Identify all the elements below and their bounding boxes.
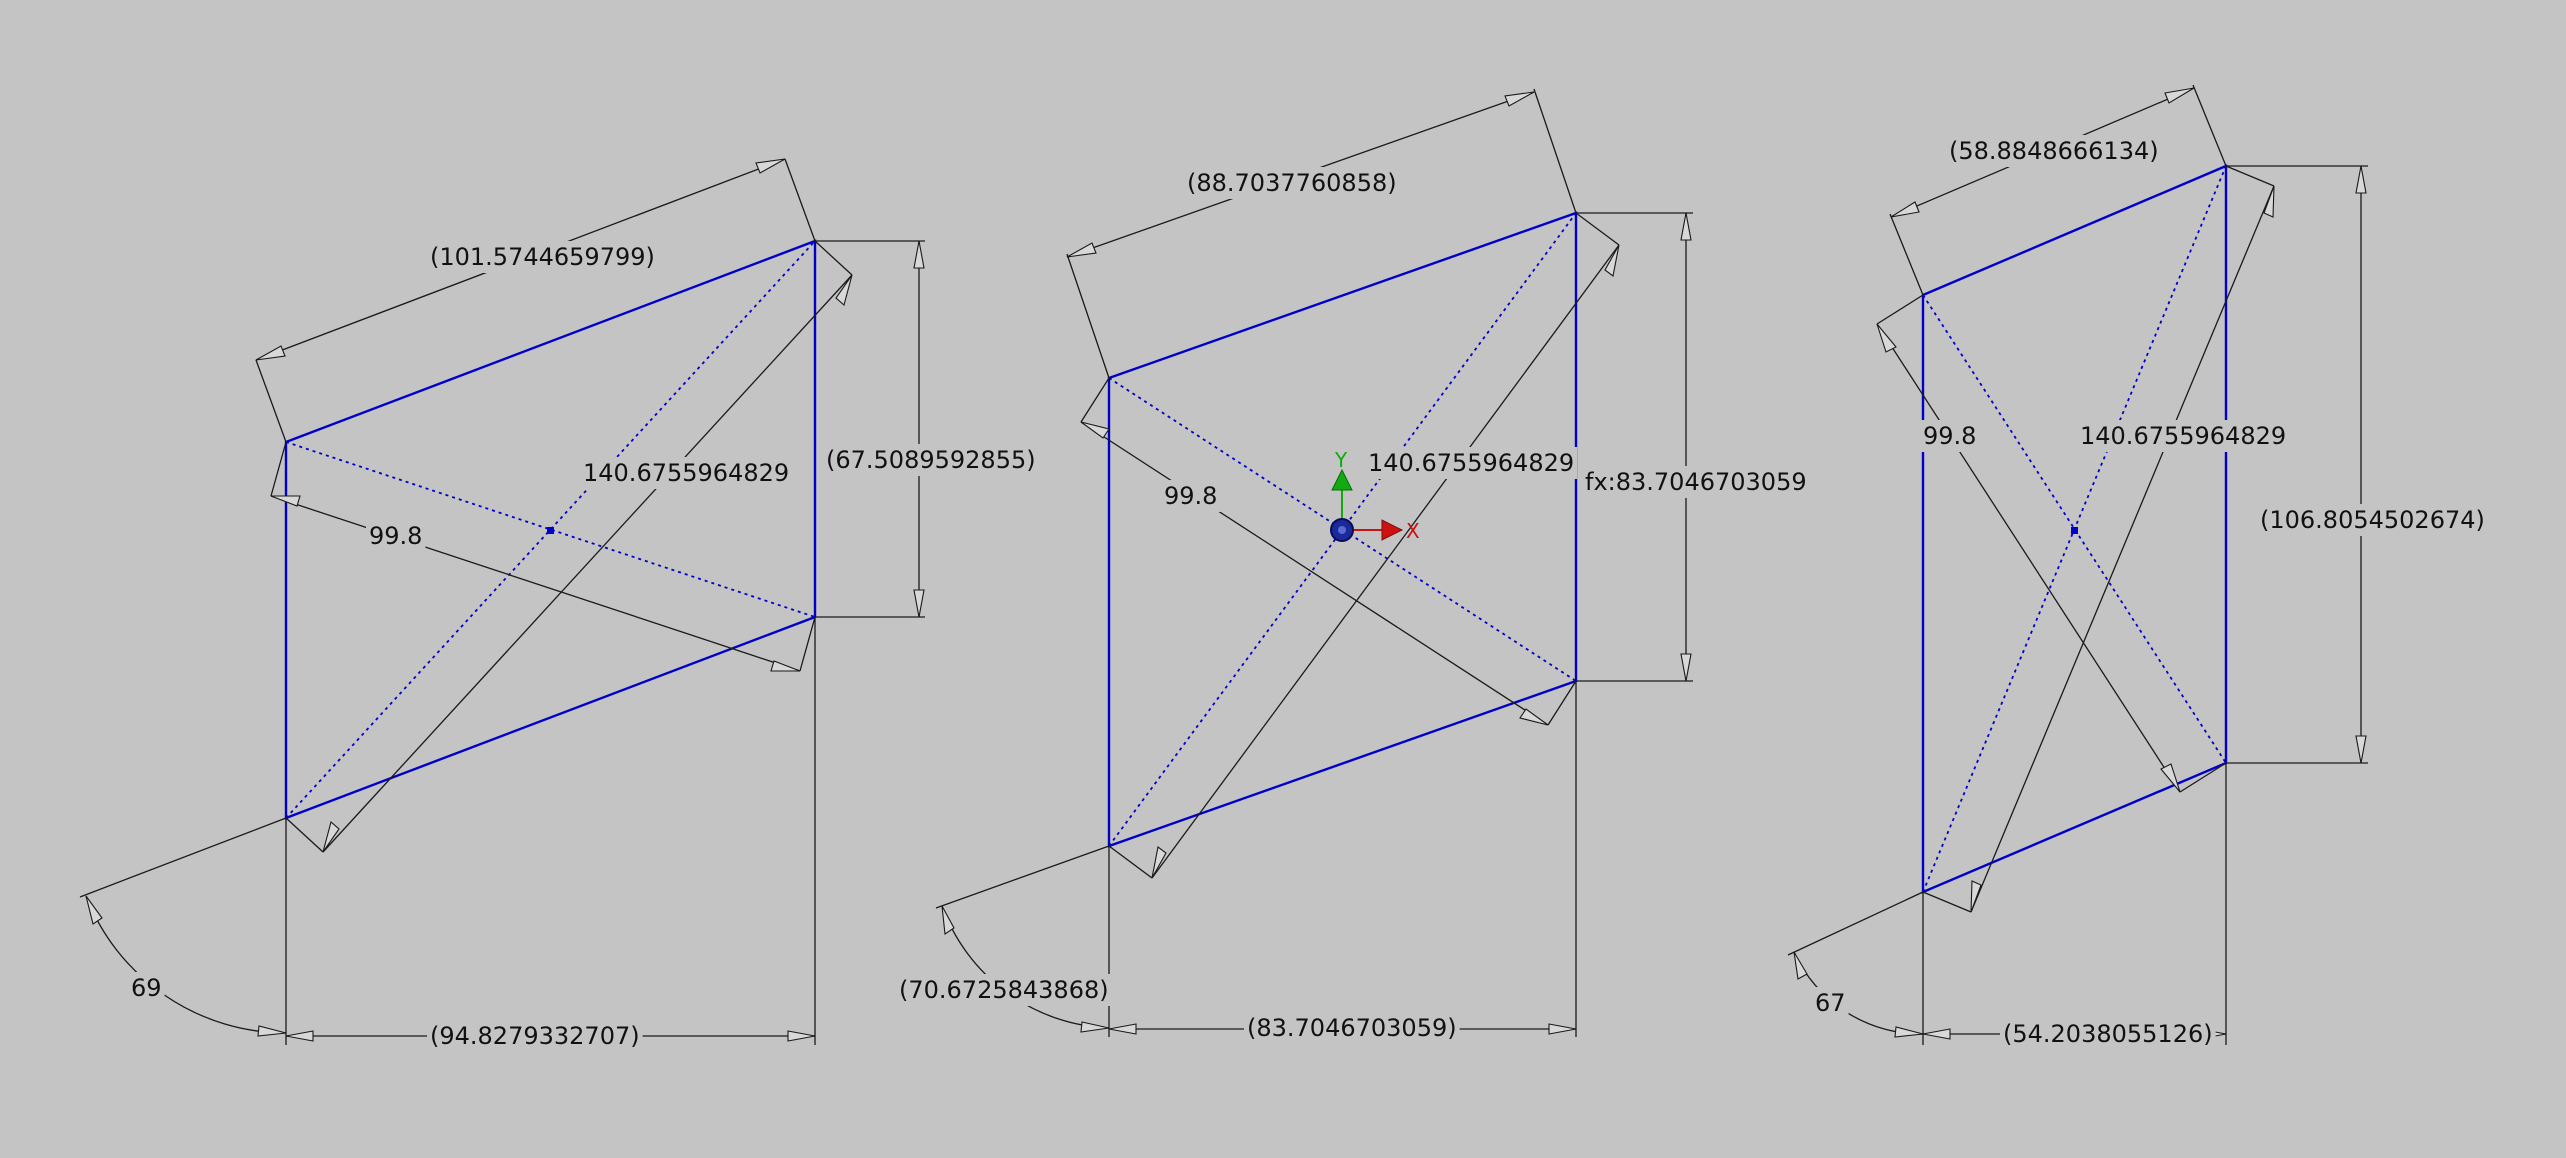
angle-arc-2 — [941, 905, 1110, 1029]
arrowhead — [770, 660, 801, 672]
extension-line — [1080, 377, 1110, 423]
arrowhead — [1793, 951, 1808, 980]
extension-line — [2225, 165, 2275, 187]
dimension-label-bottom-3[interactable]: (54.2038055126) — [2003, 1020, 2213, 1048]
dimension-label-top-3[interactable]: (58.8848666134) — [1949, 137, 2159, 165]
dimension-label-diagonal-2[interactable]: 99.8 — [369, 522, 422, 550]
extension-line — [255, 359, 287, 443]
arrowhead — [85, 895, 103, 925]
x-axis-label: X — [1406, 519, 1420, 543]
arrowhead — [1876, 323, 1897, 353]
dimension-line-diagonal-4 — [1080, 421, 1549, 726]
extension-line — [1889, 213, 1924, 296]
dimension-label-bottom-2[interactable]: (83.7046703059) — [1247, 1014, 1457, 1042]
extension-line — [1066, 253, 1110, 379]
dimension-label-right-2[interactable]: fx:83.7046703059 — [1585, 468, 1807, 496]
angle-arc-1 — [85, 895, 287, 1034]
extension-line — [935, 845, 1110, 909]
dimension-label-bottom-1[interactable]: (94.8279332707) — [430, 1022, 640, 1050]
dimension-label-top-2[interactable]: (88.7037760858) — [1187, 169, 1397, 197]
y-axis-arrowhead[interactable] — [1331, 468, 1353, 491]
arrowhead — [2355, 735, 2367, 764]
dimension-label-angle-3[interactable]: 67 — [1815, 989, 1846, 1017]
arrowhead — [1080, 421, 1110, 439]
dimension-label-angle-1[interactable]: 69 — [131, 974, 162, 1002]
extension-line — [270, 441, 287, 497]
dimension-line-diagonal-6 — [1876, 323, 2181, 793]
arrowhead — [270, 495, 301, 507]
extension-line — [1533, 88, 1577, 214]
extension-line — [814, 240, 853, 276]
sketch-figure-1[interactable]: (101.5744659799) (67.5089592855) 140.675… — [79, 158, 1039, 1052]
arrowhead — [285, 1030, 314, 1042]
arrowhead — [913, 589, 925, 618]
arrowhead — [787, 1030, 816, 1042]
center-point-3[interactable] — [2071, 527, 2078, 534]
coordinate-gizmo[interactable]: Y X — [1330, 448, 1420, 543]
sketch-figure-2[interactable]: (88.7037760858) fx:83.7046703059 140.675… — [896, 88, 1810, 1044]
sketch-figure-3[interactable]: (58.8848666134) (106.8054502674) 140.675… — [1787, 84, 2488, 1050]
construction-diagonal-3b — [1922, 294, 2227, 764]
arrowhead — [1680, 653, 1692, 682]
arrowhead — [257, 1025, 287, 1037]
dimension-label-diagonal-3[interactable]: 140.6755964829 — [1368, 449, 1574, 477]
extension-line — [799, 616, 816, 672]
extension-line — [1547, 680, 1577, 726]
extension-line — [1575, 212, 1620, 246]
dimension-label-diagonal-6[interactable]: 99.8 — [1923, 422, 1976, 450]
arrowhead — [255, 345, 286, 361]
extension-line — [1787, 891, 1924, 956]
x-axis-arrowhead[interactable] — [1381, 519, 1404, 541]
dimension-label-diagonal-4[interactable]: 99.8 — [1164, 482, 1217, 510]
y-axis-label: Y — [1334, 448, 1348, 472]
extension-line — [1108, 845, 1153, 879]
dimension-label-right-3[interactable]: (106.8054502674) — [2260, 506, 2485, 534]
arrowhead — [2355, 165, 2367, 194]
arrowhead — [1108, 1023, 1137, 1035]
extension-line — [1876, 294, 1924, 325]
dimension-line-diagonal-3 — [1151, 244, 1620, 879]
dimension-label-top-1[interactable]: (101.5744659799) — [430, 243, 655, 271]
arrowhead — [2263, 185, 2275, 218]
arrowhead — [941, 905, 955, 935]
origin-handle-core — [1338, 526, 1346, 534]
dimension-label-right-1[interactable]: (67.5089592855) — [826, 446, 1036, 474]
dimension-line-diagonal-2 — [270, 495, 801, 672]
construction-diagonal-1a — [285, 240, 816, 819]
arrowhead — [1680, 212, 1692, 241]
arrowhead — [835, 274, 853, 306]
center-point-1[interactable] — [547, 527, 554, 534]
arrowhead — [1548, 1023, 1577, 1035]
dimension-label-diagonal-5[interactable]: 140.6755964829 — [2080, 422, 2286, 450]
arrowhead — [1080, 1021, 1110, 1033]
arrowhead — [1894, 1026, 1924, 1038]
arrowhead — [1970, 880, 1982, 913]
construction-diagonal-1b — [285, 441, 816, 618]
dimension-label-angle-2[interactable]: (70.6725843868) — [899, 976, 1109, 1004]
arrowhead — [1890, 201, 1920, 218]
dimension-line-diagonal-1 — [322, 274, 853, 853]
arrowhead — [322, 821, 340, 853]
extension-line — [784, 158, 816, 242]
arrowhead — [1151, 846, 1167, 879]
arrowhead — [755, 158, 786, 174]
extension-line — [2192, 84, 2227, 167]
construction-diagonal-2b — [1108, 377, 1577, 682]
dimension-label-diagonal-1[interactable]: 140.6755964829 — [583, 459, 789, 487]
extension-line — [1922, 891, 1972, 913]
arrowhead — [1504, 91, 1535, 107]
arrowhead — [913, 240, 925, 269]
arrowhead — [1604, 244, 1620, 277]
dimension-line-diagonal-5 — [1970, 185, 2275, 913]
extension-line — [2179, 762, 2227, 793]
arrowhead — [2160, 763, 2181, 793]
arrowhead — [2164, 87, 2195, 104]
extension-line — [79, 817, 287, 898]
arrowhead — [1519, 708, 1549, 726]
arrowhead — [1066, 242, 1097, 258]
arrowhead — [1922, 1028, 1951, 1040]
extension-line — [285, 817, 324, 853]
